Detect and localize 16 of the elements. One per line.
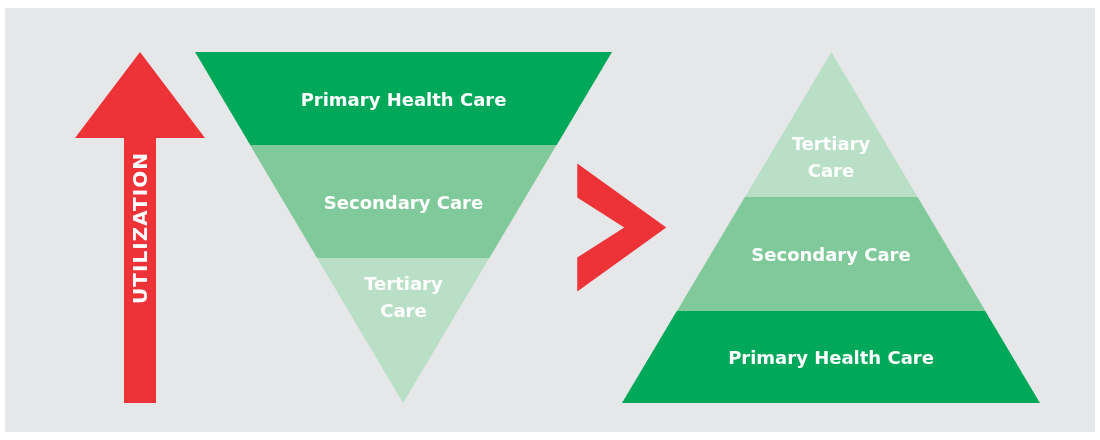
tier-label: Tertiary Care bbox=[363, 272, 444, 323]
tier-label: Secondary Care bbox=[322, 190, 485, 215]
pyramid-tier bbox=[676, 197, 986, 311]
tier-label: Secondary Care bbox=[750, 242, 912, 267]
tier-label: Tertiary Care bbox=[790, 132, 872, 183]
tier-label: Primary Health Care bbox=[299, 87, 508, 112]
axis-label: UTILIZATION bbox=[128, 152, 152, 304]
inverted-pyramid bbox=[195, 52, 612, 403]
pyramid-tier bbox=[317, 258, 490, 403]
tier-label: Primary Health Care bbox=[727, 345, 935, 370]
pyramid-tier bbox=[622, 311, 1040, 403]
pyramid-tier bbox=[250, 145, 557, 258]
pyramid bbox=[622, 52, 1040, 403]
pyramid-tier bbox=[195, 52, 612, 145]
pyramid-tier bbox=[744, 52, 918, 197]
chevron-arrow bbox=[577, 163, 667, 292]
